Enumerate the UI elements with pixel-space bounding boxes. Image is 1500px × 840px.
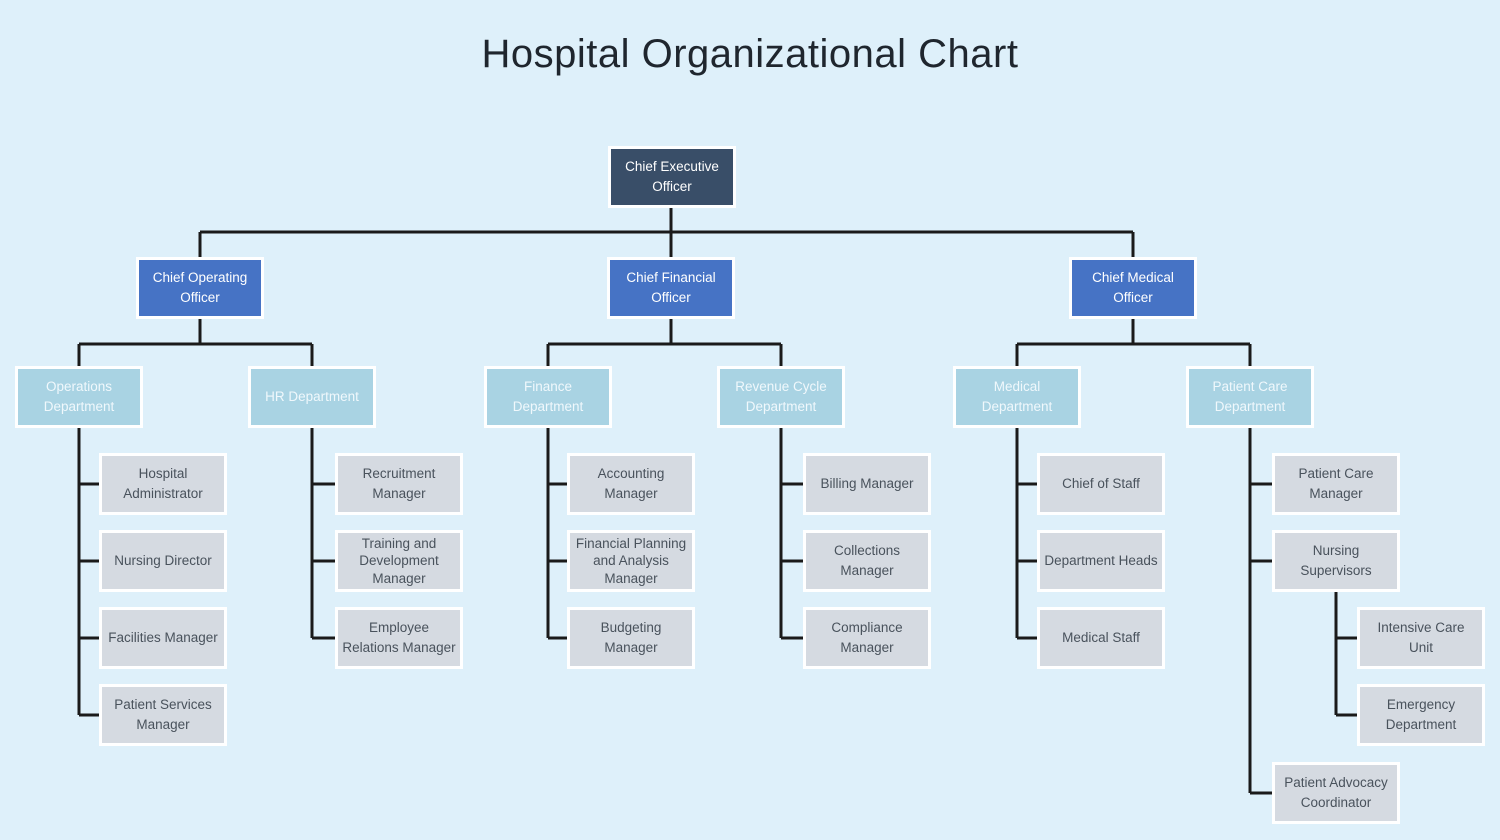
node-patient-care-manager: Patient Care Manager: [1272, 453, 1400, 515]
node-budgeting-manager: Budgeting Manager: [567, 607, 695, 669]
node-hospital-administrator: Hospital Administrator: [99, 453, 227, 515]
node-intensive-care-unit: Intensive Care Unit: [1357, 607, 1485, 669]
node-emergency-department: Emergency Department: [1357, 684, 1485, 746]
node-patient-services-manager: Patient Services Manager: [99, 684, 227, 746]
node-finance-department: Finance Department: [484, 366, 612, 428]
node-compliance-manager: Compliance Manager: [803, 607, 931, 669]
node-patient-advocacy-coordinator: Patient Advocacy Coordinator: [1272, 762, 1400, 824]
node-medical-staff: Medical Staff: [1037, 607, 1165, 669]
node-operations-department: Operations Department: [15, 366, 143, 428]
node-nursing-supervisors: Nursing Supervisors: [1272, 530, 1400, 592]
node-chief-medical-officer: Chief Medical Officer: [1069, 257, 1197, 319]
node-revenue-cycle-department: Revenue Cycle Department: [717, 366, 845, 428]
node-chief-operating-officer: Chief Operating Officer: [136, 257, 264, 319]
node-chief-executive-officer: Chief Executive Officer: [608, 146, 736, 208]
node-department-heads: Department Heads: [1037, 530, 1165, 592]
node-nursing-director: Nursing Director: [99, 530, 227, 592]
node-accounting-manager: Accounting Manager: [567, 453, 695, 515]
node-collections-manager: Collections Manager: [803, 530, 931, 592]
node-recruitment-manager: Recruitment Manager: [335, 453, 463, 515]
node-billing-manager: Billing Manager: [803, 453, 931, 515]
node-chief-financial-officer: Chief Financial Officer: [607, 257, 735, 319]
node-financial-planning-and-analysis-manager: Financial Planning and Analysis Manager: [567, 530, 695, 592]
node-hr-department: HR Department: [248, 366, 376, 428]
chart-title: Hospital Organizational Chart: [481, 32, 1019, 76]
node-chief-of-staff: Chief of Staff: [1037, 453, 1165, 515]
node-patient-care-department: Patient Care Department: [1186, 366, 1314, 428]
node-employee-relations-manager: Employee Relations Manager: [335, 607, 463, 669]
node-medical-department: Medical Department: [953, 366, 1081, 428]
node-facilities-manager: Facilities Manager: [99, 607, 227, 669]
node-training-and-development-manager: Training and Development Manager: [335, 530, 463, 592]
